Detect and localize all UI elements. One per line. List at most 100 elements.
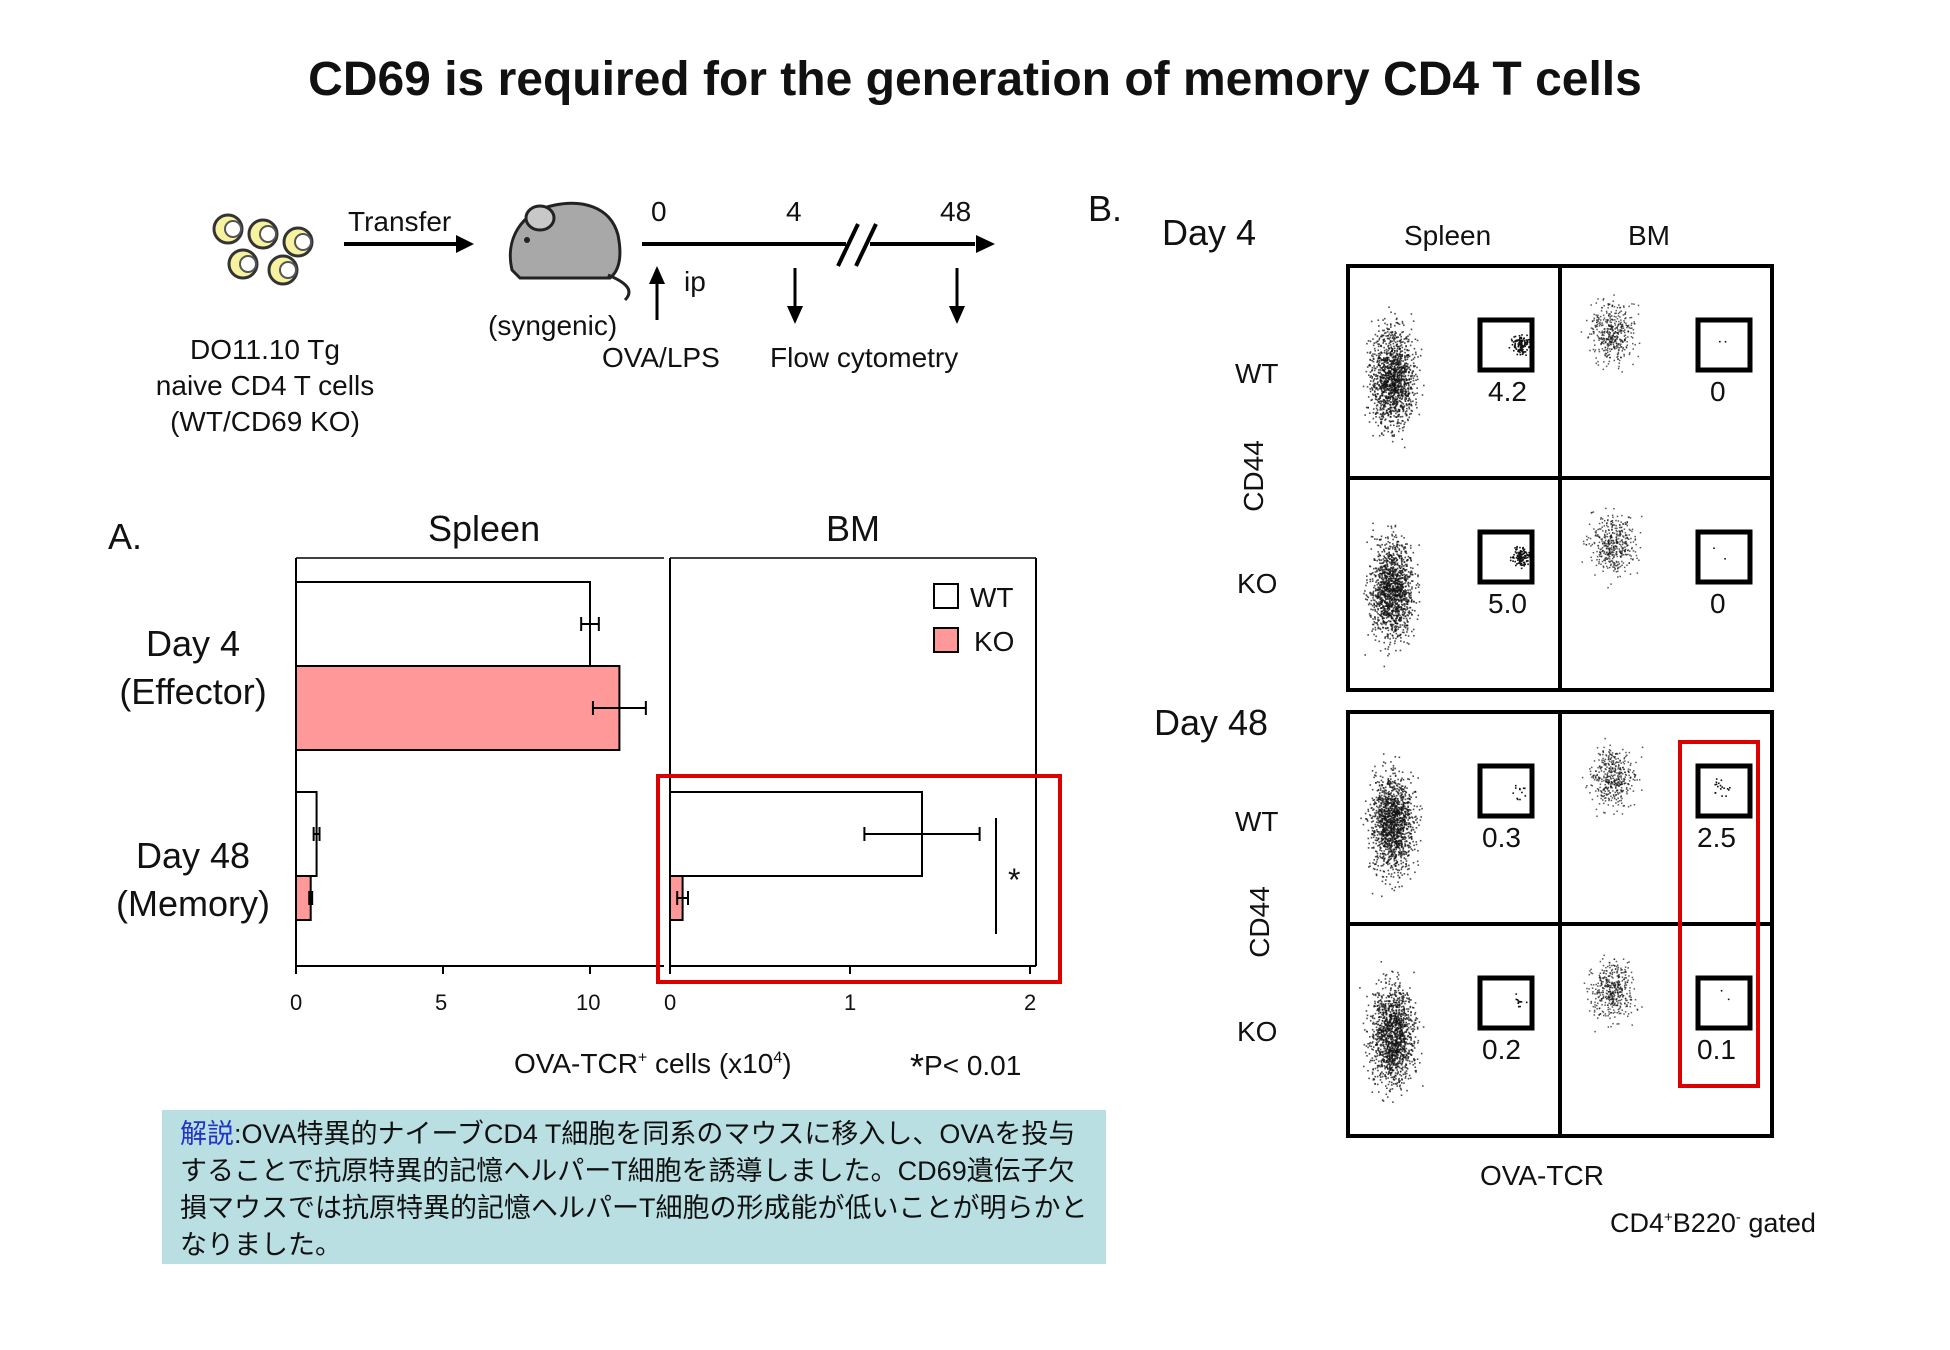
scatter-dot: [1378, 806, 1381, 808]
scatter-dot: [1391, 556, 1393, 559]
scatter-dot: [1393, 358, 1395, 361]
scatter-dot: [1520, 336, 1523, 339]
scatter-dot: [1394, 354, 1397, 357]
scatter-dot: [1398, 586, 1401, 588]
scatter-dot: [1590, 556, 1592, 559]
scatter-dot: [1403, 561, 1406, 563]
scatter-dot: [1597, 535, 1600, 538]
scatter-dot: [1521, 559, 1523, 562]
scatter-dot: [1389, 643, 1391, 646]
scatter-dot: [1522, 556, 1525, 559]
scatter-dot: [1419, 354, 1422, 357]
scatter-dot: [1395, 318, 1398, 321]
scatter-dot: [1396, 422, 1399, 425]
scatter-dot: [1413, 356, 1416, 359]
scatter-dot: [1403, 626, 1406, 628]
scatter-dot: [1382, 856, 1384, 858]
scatter-dot: [1399, 588, 1402, 590]
scatter-dot: [1398, 394, 1400, 396]
scatter-dot: [1400, 559, 1403, 561]
scatter-dot: [1411, 587, 1413, 590]
scatter-dot: [1378, 589, 1380, 591]
scatter-dot: [1376, 597, 1379, 600]
scatter-dot: [1410, 833, 1413, 835]
scatter-dot: [1623, 321, 1626, 324]
scatter-dot: [1395, 595, 1397, 597]
scatter-dot: [1394, 349, 1396, 352]
scatter-dot: [1379, 822, 1381, 824]
scatter-dot: [1373, 815, 1376, 818]
scatter-dot: [1611, 335, 1613, 337]
scatter-dot: [1398, 587, 1401, 590]
scatter-dot: [1391, 373, 1393, 376]
scatter-dot: [1412, 379, 1415, 382]
scatter-dot: [1412, 840, 1414, 843]
scatter-dot: [1381, 335, 1383, 338]
scatter-dot: [1411, 817, 1414, 819]
scatter-dot: [1599, 555, 1601, 558]
scatter-dot: [1398, 360, 1400, 362]
scatter-dot: [1611, 524, 1614, 527]
scatter-dot: [1384, 883, 1387, 885]
scatter-dot: [1610, 318, 1613, 321]
scatter-dot: [1622, 305, 1625, 307]
scatter-dot: [1374, 574, 1377, 577]
scatter-dot: [1398, 348, 1401, 350]
scatter-dot: [1385, 396, 1388, 398]
scatter-dot: [1392, 623, 1395, 626]
scatter-dot: [1409, 592, 1412, 595]
scatter-dot: [1372, 385, 1375, 388]
scatter-dot: [1372, 358, 1375, 360]
scatter-dot: [1415, 843, 1418, 846]
scatter-dot: [1386, 573, 1389, 575]
scatter-dot: [1390, 558, 1393, 561]
scatter-dot: [1366, 595, 1369, 598]
scatter-dot: [1375, 605, 1378, 608]
scatter-dot: [1380, 819, 1383, 821]
scatter-dot: [1408, 808, 1411, 811]
scatter-dot: [1406, 578, 1409, 580]
scatter-dot: [1399, 544, 1401, 547]
scatter-dot: [1378, 605, 1381, 607]
scatter-dot: [1388, 342, 1391, 345]
scatter-dot: [1374, 394, 1377, 396]
scatter-dot: [1398, 425, 1400, 427]
scatter-dot: [1401, 393, 1403, 396]
scatter-dot: [1417, 614, 1420, 617]
scatter-dot: [1385, 566, 1388, 568]
scatter-dot: [1379, 849, 1381, 851]
scatter-dot: [1528, 338, 1530, 341]
scatter-dot: [1381, 384, 1383, 387]
scatter-dot: [1607, 354, 1610, 356]
scatter-dot: [1396, 347, 1399, 350]
scatter-dot: [1393, 410, 1395, 413]
scatter-dot: [1395, 352, 1398, 355]
scatter-dot: [1398, 383, 1400, 385]
scatter-dot: [1400, 835, 1402, 837]
scatter-dot: [1606, 327, 1609, 330]
scatter-dot: [1523, 351, 1525, 353]
scatter-dot: [1616, 530, 1618, 533]
scatter-dot: [1619, 344, 1622, 347]
scatter-dot: [1618, 343, 1620, 345]
mouse-icon: [508, 201, 631, 302]
scatter-dot: [1621, 539, 1623, 541]
scatter-dot: [1379, 598, 1381, 601]
scatter-dot: [1377, 588, 1379, 590]
scatter-dot: [1591, 320, 1594, 322]
scatter-dot: [1384, 586, 1387, 589]
scatter-dot: [1402, 592, 1405, 595]
scatter-dot: [1393, 642, 1396, 645]
scatter-dot: [1377, 798, 1380, 801]
scatter-dot: [1605, 544, 1608, 547]
scatter-dot: [1389, 782, 1392, 785]
scatter-dot: [1376, 611, 1378, 613]
scatter-dot: [1404, 843, 1406, 845]
scatter-dot: [1397, 828, 1400, 831]
scatter-dot: [1384, 380, 1387, 383]
scatter-dot: [1402, 371, 1404, 374]
scatter-dot: [1385, 343, 1387, 345]
scatter-dot: [1403, 324, 1405, 327]
scatter-dot: [1402, 802, 1405, 805]
scatter-dot: [1398, 635, 1401, 637]
